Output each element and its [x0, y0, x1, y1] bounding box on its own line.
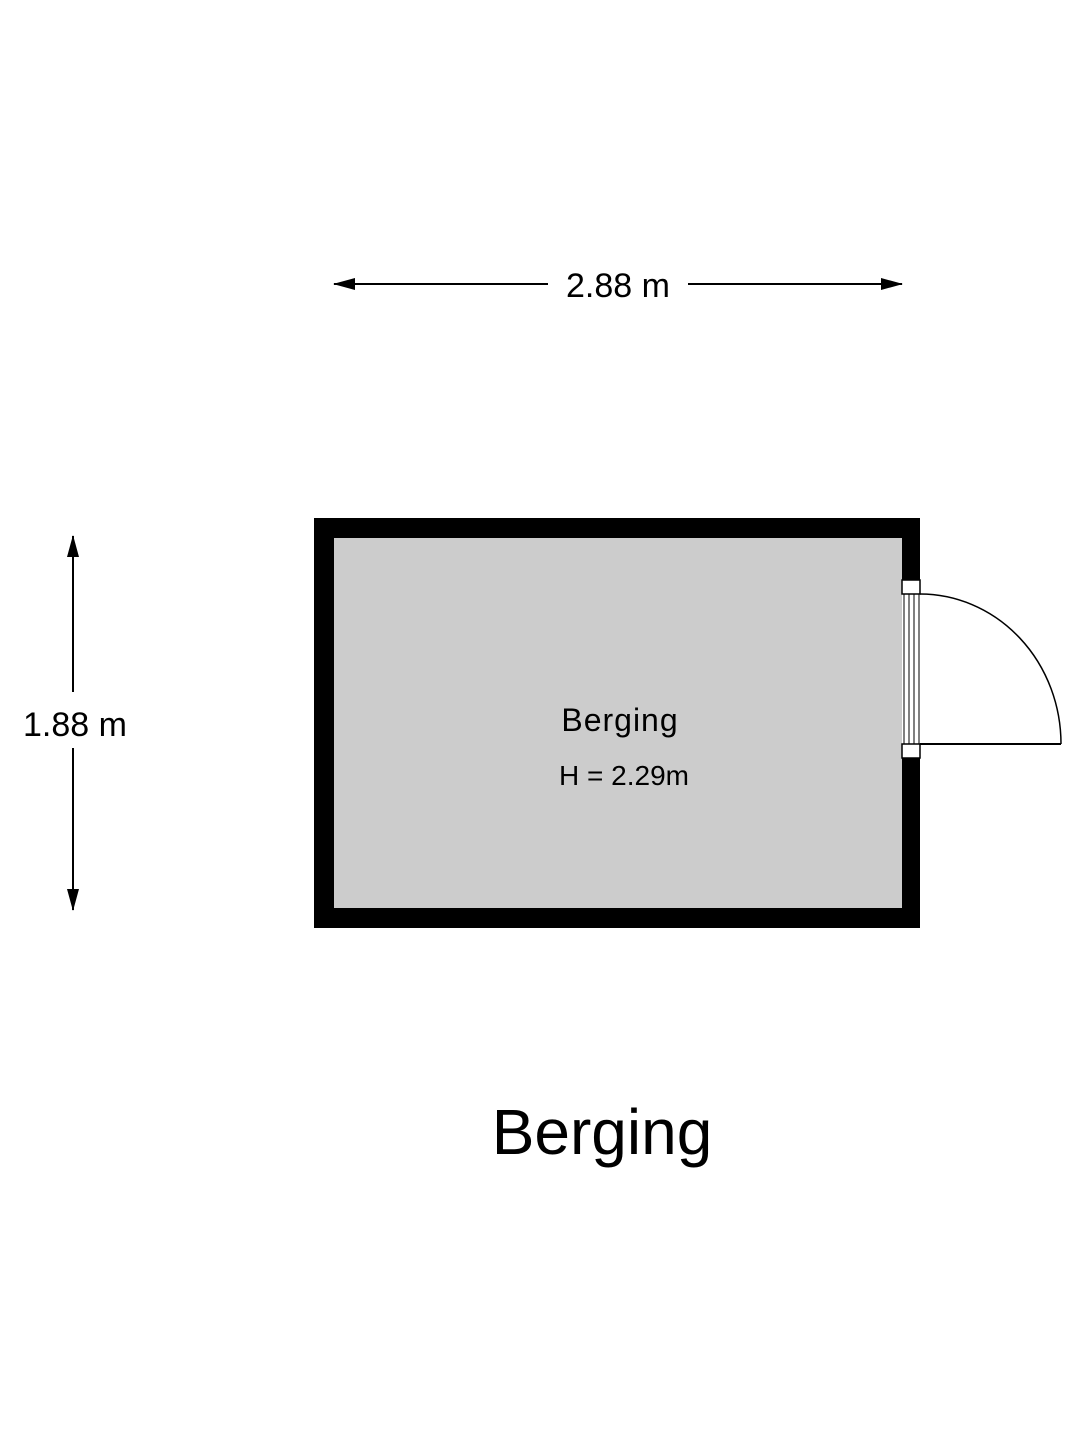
depth-dimension: 1.88 m: [23, 535, 127, 911]
room-floor: [334, 538, 902, 908]
room-height-label: H = 2.29m: [559, 760, 689, 791]
floor-title: Berging: [492, 1096, 713, 1168]
door-frame-bottom: [901, 743, 921, 759]
room-name-label: Berging: [561, 702, 678, 738]
depth-dimension-label: 1.88 m: [23, 706, 127, 744]
door-frame-top: [901, 579, 921, 595]
width-dimension-label: 2.88 m: [566, 267, 670, 305]
door-opening: [902, 580, 920, 758]
width-dimension: 2.88 m: [333, 267, 903, 305]
door-swing-arc: [919, 593, 1062, 745]
room-berging: Berging H = 2.29m: [314, 518, 1062, 928]
